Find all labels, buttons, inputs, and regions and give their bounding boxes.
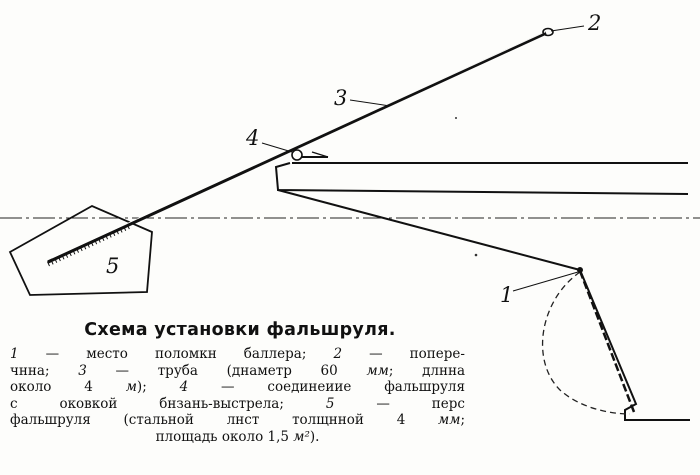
leader-1	[512, 271, 579, 292]
connection-fitting	[291, 149, 303, 161]
lost-rudder-outline	[541, 271, 631, 415]
legend-text: площадь около 1,5	[155, 428, 294, 445]
legend-text: м²	[293, 428, 310, 445]
caption-legend: 1 — место поломкн баллера; 2 — попере-чн…	[10, 346, 465, 445]
legend-text: ; длнна	[388, 362, 466, 379]
legend-text: 2	[333, 346, 343, 362]
callout-label-1: 1	[500, 283, 514, 307]
tube-highlight	[51, 31, 546, 259]
legend-text: фальшруля (стальной лнст толщнной 4	[10, 412, 439, 428]
legend-line: с оковкой бнзань-выстрела; 5 — перс	[10, 396, 465, 413]
legend-text: около 4	[10, 379, 126, 395]
legend-text: 5	[325, 395, 335, 412]
legend-line: фальшруля (стальной лнст толщнной 4 мм;	[10, 412, 465, 429]
leader-3	[349, 99, 391, 107]
scan-speck	[455, 117, 457, 119]
legend-line: чнна; 3 — труба (днаметр 60 мм; длнна	[10, 363, 465, 380]
callout-label-5: 5	[106, 254, 120, 278]
legend-text: );	[136, 379, 180, 395]
legend-line: площадь около 1,5 м²).	[10, 429, 465, 446]
legend-text: — попере-	[342, 346, 465, 362]
scan-speck	[474, 253, 478, 257]
legend-text: — перс	[334, 395, 465, 412]
legend-text: — место поломкн баллера;	[18, 346, 334, 362]
legend-text: 1	[10, 346, 19, 362]
legend-line: около 4 м); 4 — соединеиие фальшруля	[10, 379, 465, 396]
legend-line: 1 — место поломкн баллера; 2 — попере-	[10, 346, 465, 363]
callout-label-2: 2	[588, 11, 602, 35]
legend-text: чнна;	[10, 362, 79, 379]
legend-text: 3	[78, 362, 87, 379]
callout-label-3: 3	[334, 86, 348, 110]
fitting-bracket-end	[311, 151, 329, 158]
legend-text: ;	[460, 412, 465, 428]
broken-rudder-stock	[578, 270, 636, 413]
legend-text: мм	[366, 362, 389, 379]
caption-title: Схема установки фальшруля.	[84, 320, 396, 340]
transom	[274, 162, 689, 195]
crossbar	[542, 27, 554, 37]
rudder-blade	[8, 204, 153, 296]
leader-4	[261, 142, 293, 153]
sternpost	[579, 269, 690, 421]
legend-text: мм	[438, 412, 461, 428]
legend-text: м	[125, 379, 137, 395]
tube	[47, 31, 547, 264]
legend-text: — соединеиие фальшруля	[188, 379, 466, 395]
legend-text: с оковкой бнзань-выстрела;	[10, 395, 326, 412]
hull-bottom-line	[277, 189, 581, 271]
breakage-point	[577, 267, 583, 273]
legend-text: 4	[179, 379, 189, 395]
callout-label-4: 4	[246, 126, 260, 150]
leader-2	[550, 25, 585, 32]
legend-text: ).	[309, 428, 320, 445]
legend-text: — труба (днаметр 60	[86, 362, 367, 379]
